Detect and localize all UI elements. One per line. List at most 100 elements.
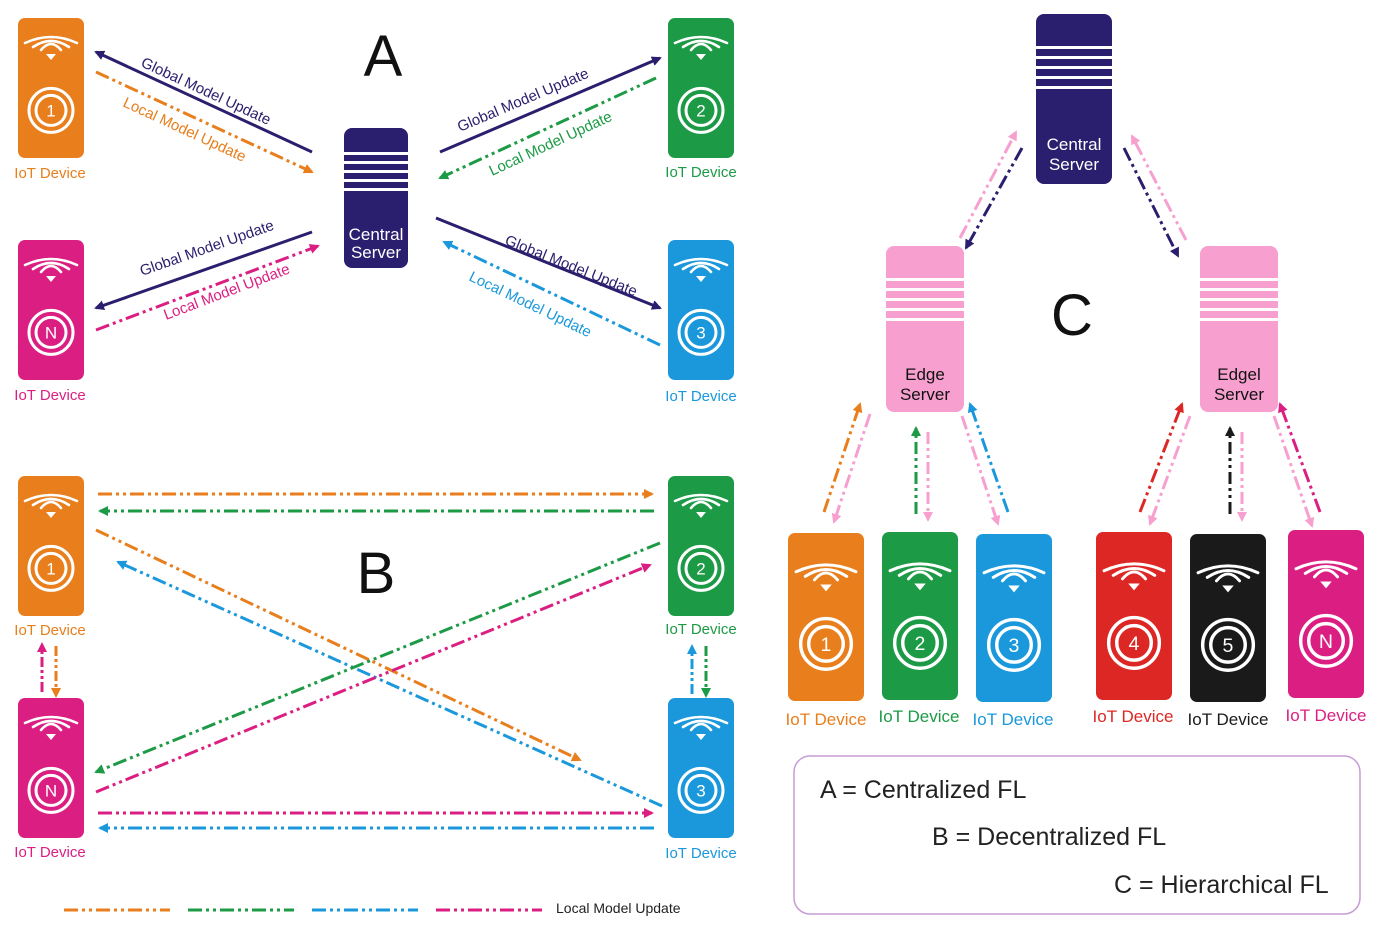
device-number: 2 xyxy=(915,633,926,655)
concentric-circle-icon xyxy=(27,308,75,356)
server-stripes-icon xyxy=(886,278,964,321)
arrow-global-to-device-n xyxy=(94,230,313,311)
arrow-b-1-to-3 xyxy=(95,528,582,762)
wifi-icon xyxy=(1102,562,1166,591)
wifi-icon xyxy=(888,562,952,591)
concentric-circle-icon xyxy=(677,86,725,134)
device-number: N xyxy=(1319,631,1333,653)
device-label: IoT Device xyxy=(14,844,85,861)
legend-hierarchical: C = Hierarchical FL xyxy=(1114,871,1329,899)
device-label: IoT Device xyxy=(1188,710,1269,729)
central-server-a-line2: Server xyxy=(351,243,401,262)
arrow-global-to-device-1 xyxy=(94,50,313,154)
wifi-icon xyxy=(23,493,79,518)
arrow-c-central-to-edge-left xyxy=(964,147,1024,250)
concentric-circle-icon xyxy=(27,766,75,814)
section-a-label: A xyxy=(364,24,403,89)
label-global-3: Global Model Update xyxy=(503,232,640,300)
arrow-c-edge-right-to-central xyxy=(1130,134,1188,241)
wifi-icon xyxy=(23,35,79,60)
section-b-label: B xyxy=(357,541,396,606)
arrow-c-edge-left-to-central xyxy=(958,130,1018,239)
edge-server-right-line2: Server xyxy=(1214,385,1264,404)
arrow-local-from-device-3 xyxy=(442,240,661,347)
arrow-c-device-1-down xyxy=(831,413,872,524)
device-label: IoT Device xyxy=(1286,706,1367,725)
device-label: IoT Device xyxy=(14,165,85,182)
section-c-arrows xyxy=(822,130,1322,528)
device-label: IoT Device xyxy=(879,707,960,726)
arrow-global-to-device-2 xyxy=(439,56,662,154)
label-local-3: Local Model Update xyxy=(466,268,594,341)
arrow-c-device-n-down xyxy=(1272,415,1315,528)
server-stripes-icon xyxy=(344,152,408,191)
arrow-b-2-to-n xyxy=(94,541,661,774)
device-number: 1 xyxy=(821,634,832,656)
device-number: 4 xyxy=(1129,633,1140,655)
central-server-c-line1: Central xyxy=(1047,135,1102,154)
wifi-icon xyxy=(23,257,79,282)
arrow-c-device-n-up xyxy=(1278,402,1322,513)
arrow-c-device-1-up xyxy=(822,402,863,513)
arrow-local-from-device-1 xyxy=(95,70,314,174)
arrow-c-central-to-edge-right xyxy=(1122,147,1180,258)
concentric-circle-icon xyxy=(986,617,1042,672)
label-local-n: Local Model Update xyxy=(161,261,292,324)
wifi-icon xyxy=(1294,560,1358,589)
concentric-circle-icon xyxy=(27,544,75,592)
bottom-legend: Local Model Update xyxy=(64,900,681,916)
section-c-edge-server-right: Edgel Server xyxy=(1200,246,1278,412)
section-a-central-server: Central Server xyxy=(344,128,408,268)
central-server-c-line2: Server xyxy=(1049,155,1099,174)
c-device-n: N IoT Device xyxy=(1286,530,1367,725)
wifi-icon xyxy=(673,257,729,282)
wifi-icon xyxy=(1196,564,1260,593)
device-label: IoT Device xyxy=(665,845,736,862)
arrow-c-device-4-up xyxy=(1138,402,1184,513)
concentric-circle-icon xyxy=(1106,615,1162,670)
legend-decentralized: B = Decentralized FL xyxy=(932,823,1166,851)
section-a-arrows xyxy=(94,50,662,347)
device-label: IoT Device xyxy=(786,710,867,729)
section-c-edge-server-left: Edge Server xyxy=(886,246,964,412)
legend-centralized: A = Centralized FL xyxy=(820,776,1026,804)
device-number: 1 xyxy=(46,559,55,578)
arrow-c-device-3-up xyxy=(967,402,1010,513)
section-c-central-server: Central Server xyxy=(1036,14,1112,184)
arrow-global-to-device-3 xyxy=(435,216,662,310)
edge-server-right-line1: Edgel xyxy=(1217,365,1260,384)
device-number: 5 xyxy=(1223,635,1234,657)
arrow-local-from-device-2 xyxy=(438,76,657,180)
central-server-a-line1: Central xyxy=(349,225,404,244)
bottom-legend-label: Local Model Update xyxy=(556,900,681,916)
device-number: 3 xyxy=(1009,635,1020,657)
device-label: IoT Device xyxy=(665,164,736,181)
edge-server-left-line1: Edge xyxy=(905,365,945,384)
device-label: IoT Device xyxy=(665,621,736,638)
wifi-icon xyxy=(982,564,1046,593)
concentric-circle-icon xyxy=(798,616,854,671)
device-number: 1 xyxy=(46,101,55,120)
concentric-circle-icon xyxy=(677,766,725,814)
legend-box: A = Centralized FL B = Decentralized FL … xyxy=(793,755,1361,915)
server-stripes-icon xyxy=(1036,46,1112,89)
arrow-c-device-3-down xyxy=(960,415,1001,526)
section-c-label: C xyxy=(1051,283,1093,348)
device-number: 2 xyxy=(696,559,705,578)
concentric-circle-icon xyxy=(677,544,725,592)
device-label: IoT Device xyxy=(14,387,85,404)
label-local-2: Local Model Update xyxy=(487,108,615,179)
